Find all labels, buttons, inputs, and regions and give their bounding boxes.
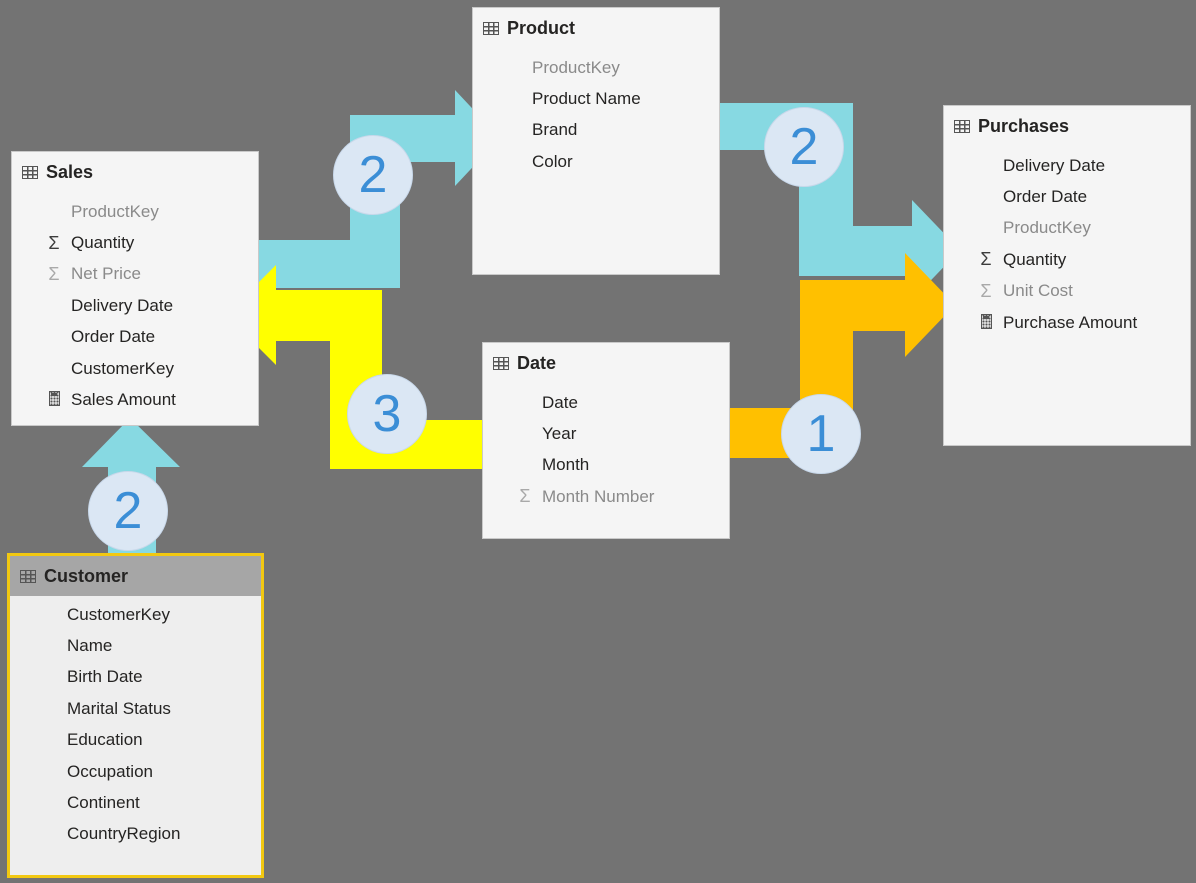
- arrow-product-to-purchases: [705, 103, 960, 300]
- field-list: CustomerKey Name Birth Date Marital Stat…: [10, 599, 261, 850]
- field-customer-continent[interactable]: Continent: [10, 787, 261, 818]
- table-icon: [20, 569, 36, 583]
- table-purchases[interactable]: Purchases Delivery Date Order Date Produ…: [943, 105, 1191, 446]
- calculator-icon: [45, 389, 63, 411]
- field-customer-birth-date[interactable]: Birth Date: [10, 662, 261, 693]
- table-header[interactable]: Sales: [12, 152, 258, 192]
- field-date-date[interactable]: Date: [483, 387, 729, 418]
- field-customer-countryregion[interactable]: CountryRegion: [10, 819, 261, 850]
- field-purchases-delivery-date[interactable]: Delivery Date: [944, 150, 1190, 181]
- table-icon: [954, 119, 970, 133]
- table-title: Date: [517, 352, 557, 373]
- field-label: Quantity: [1003, 249, 1067, 269]
- field-label: ProductKey: [71, 201, 159, 221]
- field-sales-delivery-date[interactable]: Delivery Date: [12, 290, 258, 321]
- table-icon: [22, 165, 38, 179]
- field-label: ProductKey: [1003, 218, 1091, 238]
- table-header[interactable]: Purchases: [944, 106, 1190, 146]
- field-label: CustomerKey: [67, 604, 170, 624]
- field-label: Net Price: [71, 264, 141, 284]
- field-label: Purchase Amount: [1003, 312, 1138, 332]
- field-purchases-order-date[interactable]: Order Date: [944, 181, 1190, 212]
- sigma-icon: Σ: [980, 280, 992, 301]
- field-list: ProductKey Product Name Brand Color: [473, 52, 719, 178]
- arrow-date-to-purchases: [698, 253, 955, 458]
- calculator-icon: [977, 312, 995, 334]
- field-customer-customerkey[interactable]: CustomerKey: [10, 599, 261, 630]
- table-icon: [493, 356, 509, 370]
- table-title: Purchases: [978, 115, 1070, 136]
- field-label: Occupation: [67, 761, 153, 781]
- field-purchases-quantity[interactable]: Σ Quantity: [944, 244, 1190, 275]
- table-header[interactable]: Customer: [10, 556, 261, 596]
- field-label: Brand: [532, 120, 578, 140]
- field-label: CountryRegion: [67, 824, 181, 844]
- sigma-icon: Σ: [980, 249, 992, 270]
- table-header[interactable]: Date: [483, 343, 729, 383]
- table-title: Sales: [46, 161, 94, 182]
- field-product-product-name[interactable]: Product Name: [473, 83, 719, 114]
- field-purchases-productkey[interactable]: ProductKey: [944, 213, 1190, 244]
- badge-date-to-purchases: 1: [781, 394, 861, 474]
- field-label: Order Date: [71, 327, 156, 347]
- field-label: Continent: [67, 793, 140, 813]
- badge-date-to-sales: 3: [347, 374, 427, 454]
- field-product-productkey[interactable]: ProductKey: [473, 52, 719, 83]
- field-product-color[interactable]: Color: [473, 146, 719, 177]
- field-sales-productkey[interactable]: ProductKey: [12, 196, 258, 227]
- sigma-icon: Σ: [48, 263, 60, 284]
- field-label: Delivery Date: [1003, 155, 1106, 175]
- field-label: Education: [67, 730, 143, 750]
- field-label: Sales Amount: [71, 390, 176, 410]
- field-label: Month Number: [542, 486, 655, 506]
- badge-customer-to-sales: 2: [88, 471, 168, 551]
- field-purchases-unit-cost[interactable]: Σ Unit Cost: [944, 276, 1190, 307]
- field-label: Color: [532, 151, 573, 171]
- field-list: Date Year Month Σ Month Number: [483, 387, 729, 513]
- field-label: Delivery Date: [71, 295, 174, 315]
- field-sales-sales-amount[interactable]: Sales Amount: [12, 384, 258, 415]
- field-label: Quantity: [71, 233, 135, 253]
- field-customer-education[interactable]: Education: [10, 725, 261, 756]
- field-label: Name: [67, 636, 113, 656]
- field-sales-quantity[interactable]: Σ Quantity: [12, 227, 258, 258]
- sigma-icon: Σ: [519, 486, 531, 507]
- field-sales-customerkey[interactable]: CustomerKey: [12, 353, 258, 384]
- field-label: Product Name: [532, 89, 641, 109]
- arrow-date-to-sales: [226, 265, 486, 469]
- table-date[interactable]: Date Date Year Month Σ Month Number: [482, 342, 730, 539]
- table-customer[interactable]: Customer CustomerKey Name Birth Date Mar…: [7, 553, 264, 878]
- field-customer-marital-status[interactable]: Marital Status: [10, 693, 261, 724]
- field-product-brand[interactable]: Brand: [473, 115, 719, 146]
- field-date-month-number[interactable]: Σ Month Number: [483, 481, 729, 512]
- field-customer-name[interactable]: Name: [10, 630, 261, 661]
- field-date-month[interactable]: Month: [483, 450, 729, 481]
- table-icon: [483, 21, 499, 35]
- field-sales-order-date[interactable]: Order Date: [12, 322, 258, 353]
- table-header[interactable]: Product: [473, 8, 719, 48]
- field-label: CustomerKey: [71, 358, 174, 378]
- field-label: Birth Date: [67, 667, 143, 687]
- field-sales-net-price[interactable]: Σ Net Price: [12, 259, 258, 290]
- field-label: Order Date: [1003, 187, 1088, 207]
- field-label: Marital Status: [67, 698, 171, 718]
- field-label: Date: [542, 392, 578, 412]
- field-purchases-purchase-amount[interactable]: Purchase Amount: [944, 307, 1190, 338]
- sigma-icon: Σ: [48, 232, 60, 253]
- field-label: ProductKey: [532, 57, 620, 77]
- field-label: Year: [542, 424, 577, 444]
- field-list: Delivery Date Order Date ProductKey Σ Qua…: [944, 150, 1190, 338]
- field-label: Unit Cost: [1003, 281, 1073, 301]
- field-date-year[interactable]: Year: [483, 418, 729, 449]
- badge-sales-to-product: 2: [333, 135, 413, 215]
- table-sales[interactable]: Sales ProductKey Σ Quantity Σ Net Price De…: [11, 151, 259, 426]
- badge-product-to-purchases: 2: [764, 107, 844, 187]
- field-label: Month: [542, 455, 590, 475]
- table-title: Product: [507, 17, 576, 38]
- field-list: ProductKey Σ Quantity Σ Net Price Delivery…: [12, 196, 258, 416]
- table-product[interactable]: Product ProductKey Product Name Brand Co…: [472, 7, 720, 275]
- table-title: Customer: [44, 565, 129, 586]
- field-customer-occupation[interactable]: Occupation: [10, 756, 261, 787]
